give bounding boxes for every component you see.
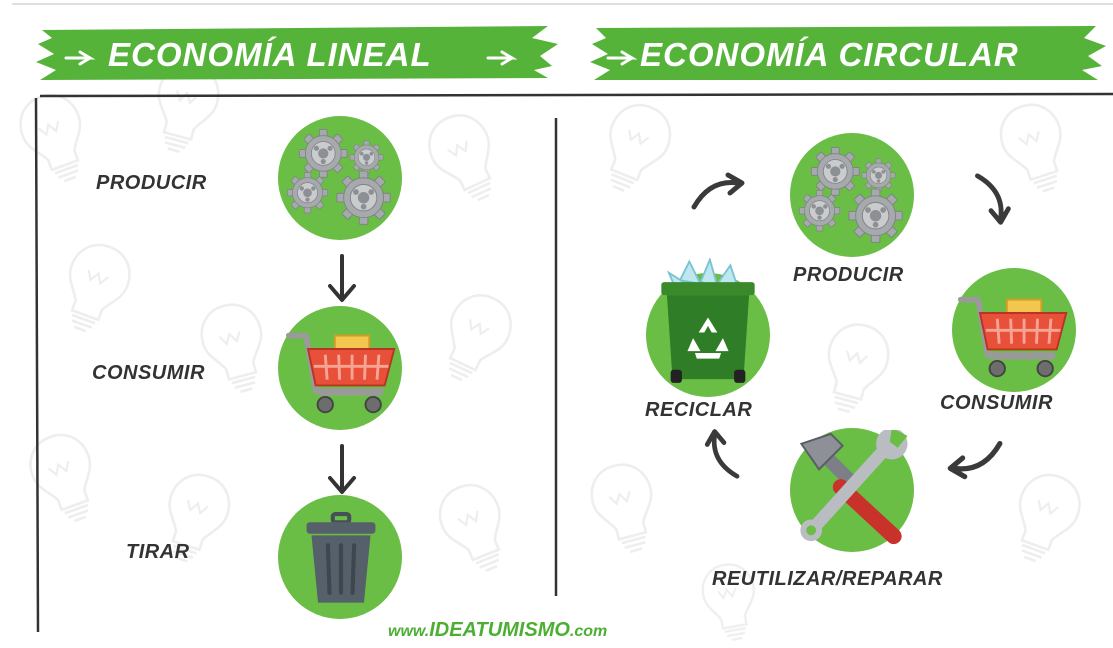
linear-title: ECONOMÍA LINEAL xyxy=(108,36,432,73)
linear-tirar-label: TIRAR xyxy=(126,541,190,563)
circular-reciclar-label: RECICLAR xyxy=(645,399,753,421)
down-arrow-icon xyxy=(328,444,356,494)
linear-producir-node xyxy=(278,116,402,240)
cycle-arrow-icon xyxy=(977,176,1008,222)
linear-consumir-label: CONSUMIR xyxy=(92,362,205,384)
trash-can-icon xyxy=(307,514,376,603)
cycle-arrow-icon xyxy=(694,175,742,207)
left-border-line xyxy=(34,97,40,633)
footer-url[interactable]: www.IDEATUMISMO.com xyxy=(388,619,607,642)
cycle-arrow-icon xyxy=(707,431,737,476)
footer-brand: IDEATUMISMO xyxy=(429,619,570,641)
circular-reutilizar-node xyxy=(790,428,914,552)
linear-tirar-node xyxy=(278,495,402,619)
circular-consumir-label: CONSUMIR xyxy=(940,392,1053,414)
circular-reutilizar-label: REUTILIZAR/REPARAR xyxy=(712,568,943,590)
circular-consumir-node xyxy=(952,268,1076,392)
header-underline xyxy=(39,92,1113,98)
down-arrow-icon xyxy=(328,254,356,302)
circular-producir-label: PRODUCIR xyxy=(793,264,904,286)
circular-title: ECONOMÍA CIRCULAR xyxy=(640,36,1019,73)
linear-producir-label: PRODUCIR xyxy=(96,172,207,194)
footer-suffix: .com xyxy=(569,623,608,640)
banner-linear xyxy=(36,26,558,80)
circular-reciclar-node xyxy=(646,258,770,397)
banner-circular xyxy=(590,26,1106,80)
banner-arrow-icon xyxy=(606,50,638,66)
banner-arrow-right-icon xyxy=(486,50,518,66)
cycle-arrow-icon xyxy=(950,444,1000,477)
recycling-bin-icon xyxy=(660,258,756,384)
circular-producir-node xyxy=(790,133,914,257)
banner-arrow-left-icon xyxy=(64,50,96,66)
linear-consumir-node xyxy=(278,306,402,430)
footer-prefix: www. xyxy=(388,623,430,640)
